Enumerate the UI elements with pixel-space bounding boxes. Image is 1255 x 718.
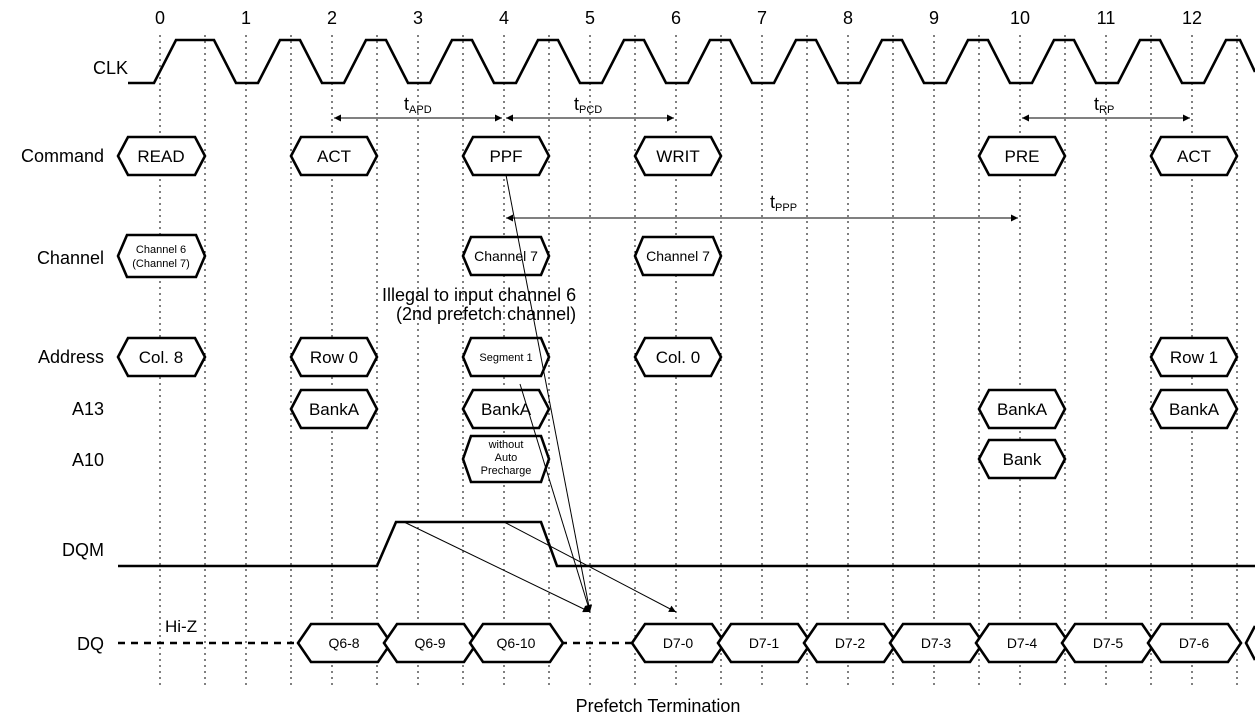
dq-label: Q6-9 [414,635,445,651]
a10-label: Auto [495,452,518,464]
clk-waveform [128,38,1255,85]
dq-label: D7-0 [663,635,694,651]
address-cell [633,336,723,378]
address-cell [116,336,207,378]
a13-cell [1149,388,1239,430]
cycle-number: 4 [499,8,509,28]
command-ppf [461,135,551,177]
address-cell [1149,336,1239,378]
address-cell [289,336,379,378]
command-label: PRE [1005,147,1040,166]
channel-label: (Channel 7) [132,258,189,270]
tpcd-label: tPCD [574,94,602,116]
command-read [116,135,207,177]
cycle-number: 0 [155,8,165,28]
channel-label: Channel 7 [646,248,710,264]
signal-label-dq: DQ [77,634,104,654]
a13-label: BankA [1169,400,1220,419]
signal-label-clk: CLK [93,58,128,78]
cycle-number: 11 [1097,8,1116,28]
signal-label-a13: A13 [72,399,104,419]
signal-labels: CLK Command Channel Address A13 A10 DQM … [21,58,128,654]
command-writ [633,135,723,177]
dq-label: D7-3 [921,635,952,651]
channel-label: Channel 7 [474,248,538,264]
signal-label-dqm: DQM [62,540,104,560]
command-pre [977,135,1067,177]
cycle-number: 2 [327,8,337,28]
a13-label: BankA [481,400,532,419]
cycle-number: 7 [757,8,767,28]
cycle-number: 5 [585,8,595,28]
dq-label: D7-6 [1179,635,1210,651]
cycle-number: 9 [929,8,939,28]
command-label: WRIT [656,147,699,166]
dq-label: D7-4 [1007,635,1038,651]
channel-cell [116,233,207,279]
a10-cell [461,434,551,484]
address-label: Segment 1 [479,352,532,364]
address-label: Row 1 [1170,348,1218,367]
cycle-number: 10 [1010,8,1030,28]
a13-cell [461,388,551,430]
dq-cell [1146,622,1243,664]
command-row: READ ACT PPF WRIT PRE ACT [116,135,1239,177]
dq-next-cell-edge [1244,625,1255,661]
a13-row: BankA BankA BankA BankA [289,388,1239,430]
command-label: READ [137,147,184,166]
trp-label: tRP [1094,94,1114,116]
diagram-caption: Prefetch Termination [576,696,741,716]
cycle-numbers: 0 1 2 3 4 5 6 7 8 9 10 11 12 [155,8,1202,28]
dq-label: D7-5 [1093,635,1124,651]
cycle-number: 3 [413,8,423,28]
address-label: Row 0 [310,348,358,367]
channel-row: Channel 6 (Channel 7) Channel 7 Channel … [116,233,723,279]
timing-arrows [334,114,1190,222]
cycle-number: 12 [1182,8,1202,28]
address-label: Col. 8 [139,348,183,367]
channel-cell [633,235,723,277]
address-row: Col. 8 Row 0 Segment 1 Col. 0 Row 1 [116,336,1239,378]
a10-label: without [488,439,524,451]
cycle-number: 1 [241,8,251,28]
annotation-line: (2nd prefetch channel) [396,304,576,324]
a10-label: Precharge [481,465,532,477]
signal-label-command: Command [21,146,104,166]
a13-cell [289,388,379,430]
a13-label: BankA [309,400,360,419]
a10-row: without Auto Precharge Bank [461,434,1067,484]
tppp-label: tPPP [770,192,797,214]
cycle-number: 6 [671,8,681,28]
hi-z-label: Hi-Z [165,617,197,636]
dq-label: Q6-8 [328,635,359,651]
channel-label: Channel 6 [136,244,186,256]
signal-label-channel: Channel [37,248,104,268]
signal-label-a10: A10 [72,450,104,470]
address-label: Col. 0 [656,348,700,367]
annotation-line: Illegal to input channel 6 [382,285,576,305]
command-label: PPF [489,147,522,166]
causal-arrows [403,174,677,613]
a13-label: BankA [997,400,1048,419]
dq-label: D7-2 [835,635,866,651]
command-act [1149,135,1239,177]
signal-label-address: Address [38,347,104,367]
dq-cell [468,622,565,664]
dqm-waveform [118,520,1255,568]
channel-cell [461,235,551,277]
tapd-label: tAPD [404,94,432,116]
dq-row: Hi-Z Q6-8 Q6-9 Q6-10 D7-0 D7-1 D7-2 D7-3… [118,617,1255,664]
command-label: ACT [317,147,351,166]
address-cell [461,336,551,378]
command-label: ACT [1177,147,1211,166]
cycle-number: 8 [843,8,853,28]
command-act [289,135,379,177]
dq-label: Q6-10 [497,635,536,651]
a13-cell [977,388,1067,430]
a10-cell [977,438,1067,480]
dq-label: D7-1 [749,635,780,651]
a10-label: Bank [1003,450,1042,469]
